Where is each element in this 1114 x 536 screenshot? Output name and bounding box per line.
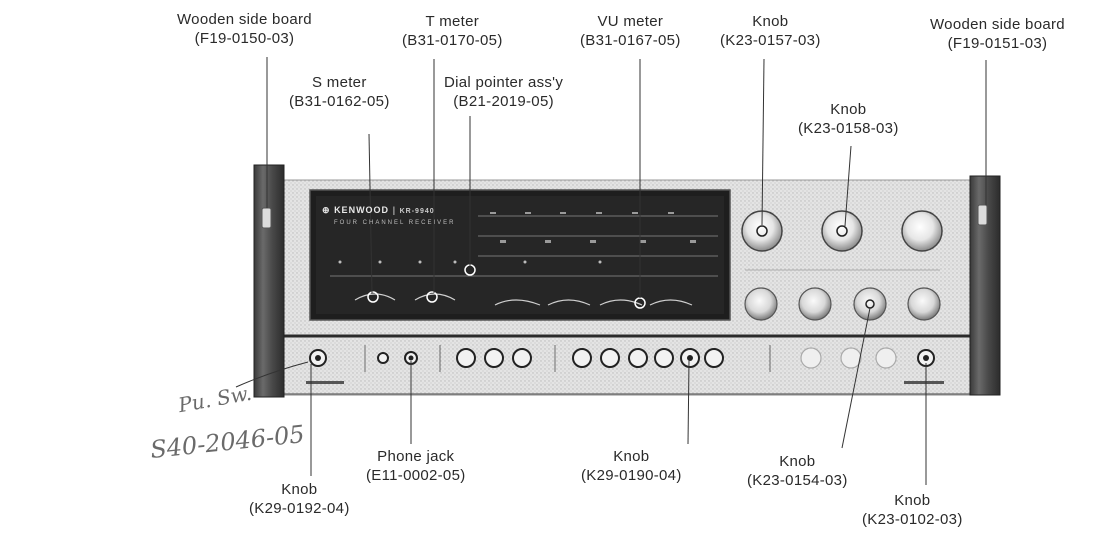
callout-t-meter: T meter (B31-0170-05) xyxy=(402,12,503,50)
callout-name: Wooden side board xyxy=(930,16,1065,33)
callout-knob-k23-0157: Knob (K23-0157-03) xyxy=(720,12,821,50)
model-name: KR-9940 xyxy=(399,208,435,215)
callout-wooden-side-board-right: Wooden side board (F19-0151-03) xyxy=(930,15,1065,53)
callout-phone-jack: Phone jack (E11-0002-05) xyxy=(366,447,466,485)
brand-logo: ⊕ KENWOOD | KR-9940 xyxy=(322,205,435,215)
callout-part-number: (K23-0102-03) xyxy=(862,511,963,528)
callout-knob-k23-0158: Knob (K23-0158-03) xyxy=(798,100,899,138)
callout-name: S meter xyxy=(312,74,367,91)
callout-name: VU meter xyxy=(597,13,664,30)
callout-part-number: (K23-0157-03) xyxy=(720,32,821,49)
callout-part-number: (B31-0167-05) xyxy=(580,32,681,49)
knob-mid-1 xyxy=(744,287,778,321)
callout-part-number: (F19-0150-03) xyxy=(194,30,295,47)
lower-panel xyxy=(281,334,973,396)
callout-name: Knob xyxy=(613,448,650,465)
knob-large-2 xyxy=(821,210,863,252)
callout-part-number: (B31-0162-05) xyxy=(289,93,390,110)
callout-part-number: (K23-0158-03) xyxy=(798,120,899,137)
knob-large-3 xyxy=(901,210,943,252)
wooden-side-board-left xyxy=(253,164,285,398)
brand-name: KENWOOD xyxy=(334,205,390,215)
dial-subtitle: FOUR CHANNEL RECEIVER xyxy=(334,220,456,226)
callout-name: Knob xyxy=(281,481,318,498)
callout-part-number: (F19-0151-03) xyxy=(947,35,1048,52)
callout-name: Wooden side board xyxy=(177,11,312,28)
knob-mid-3 xyxy=(853,287,887,321)
callout-part-number: (E11-0002-05) xyxy=(366,467,466,484)
callout-knob-k23-0154: Knob (K23-0154-03) xyxy=(747,452,848,490)
callout-dial-pointer: Dial pointer ass'y (B21-2019-05) xyxy=(444,73,563,111)
callout-part-number: (B21-2019-05) xyxy=(453,93,554,110)
callout-name: Knob xyxy=(779,453,816,470)
knob-mid-2 xyxy=(798,287,832,321)
callout-wooden-side-board-left: Wooden side board (F19-0150-03) xyxy=(177,10,312,48)
knob-mid-4 xyxy=(907,287,941,321)
callout-name: Knob xyxy=(830,101,867,118)
callout-name: Phone jack xyxy=(377,448,455,465)
callout-knob-k29-0190: Knob (K29-0190-04) xyxy=(581,447,682,485)
callout-name: Knob xyxy=(752,13,789,30)
callout-name: T meter xyxy=(425,13,480,30)
callout-part-number: (K29-0190-04) xyxy=(581,467,682,484)
brand-mark-icon: ⊕ xyxy=(322,205,331,215)
callout-part-number: (K23-0154-03) xyxy=(747,472,848,489)
callout-knob-k23-0102: Knob (K23-0102-03) xyxy=(862,491,963,529)
callout-vu-meter: VU meter (B31-0167-05) xyxy=(580,12,681,50)
callout-part-number: (B31-0170-05) xyxy=(402,32,503,49)
callout-s-meter: S meter (B31-0162-05) xyxy=(289,73,390,111)
callout-part-number: (K29-0192-04) xyxy=(249,500,350,517)
wooden-side-board-right xyxy=(969,175,1001,396)
callout-knob-k29-0192: Knob (K29-0192-04) xyxy=(249,480,350,518)
callout-name: Knob xyxy=(894,492,931,509)
callout-name: Dial pointer ass'y xyxy=(444,74,564,91)
